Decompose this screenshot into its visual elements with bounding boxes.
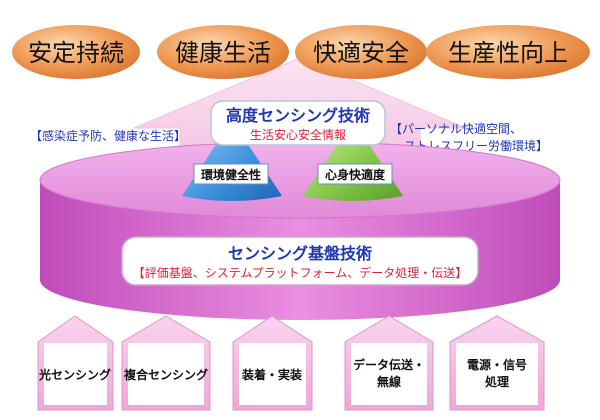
house-5: 電源・信号 処理 xyxy=(449,315,545,411)
house-1-label: 光センシング xyxy=(38,367,111,382)
goal-ellipse-3: 快適安全 xyxy=(295,25,427,79)
cone-label-green: 心身快適度 xyxy=(317,163,393,185)
house-2-label: 複合センシング xyxy=(123,367,208,382)
advanced-subtitle: 生活安心安全情報 xyxy=(250,127,346,142)
advanced-sensing-box: 高度センシング技術 生活安心安全情報 xyxy=(210,100,386,146)
goal-label-4: 生産性向上 xyxy=(448,39,568,67)
base-subtitle: 【評価基盤、システムプラットフォーム、データ処理・伝送】 xyxy=(133,265,468,280)
base-title: センシング基盤技術 xyxy=(228,244,372,263)
goal-ellipse-1: 安定持続 xyxy=(12,25,140,79)
house-5-label-line-1: 電源・信号 xyxy=(467,357,527,372)
house-4-label-line-1: データ伝送・ xyxy=(353,357,425,372)
goal-ellipse-4: 生産性向上 xyxy=(426,25,590,79)
left-note: 【感染症予防、健康な生活】 xyxy=(30,128,186,143)
base-tech-box: センシング基盤技術 【評価基盤、システムプラットフォーム、データ処理・伝送】 xyxy=(121,236,479,286)
goal-label-1: 安定持続 xyxy=(28,39,124,67)
goal-label-2: 健康生活 xyxy=(175,39,271,67)
goal-ellipse-2: 健康生活 xyxy=(157,25,289,79)
cone-label-blue-text: 環境健全性 xyxy=(201,167,261,182)
right-note-line-1: 【パーソナル快適空間、 xyxy=(390,121,522,136)
house-4: データ伝送・ 無線 xyxy=(344,315,434,411)
goal-label-3: 快適安全 xyxy=(313,39,409,67)
house-3: 装着・実装 xyxy=(232,315,313,411)
house-5-label-line-2: 処理 xyxy=(484,374,509,389)
cone-label-blue: 環境健全性 xyxy=(193,163,269,185)
house-4-label-line-2: 無線 xyxy=(377,374,401,389)
house-3-label: 装着・実装 xyxy=(241,367,302,382)
house-2: 複合センシング xyxy=(121,315,211,411)
advanced-title: 高度センシング技術 xyxy=(226,106,370,125)
house-1: 光センシング xyxy=(37,315,114,411)
cone-label-green-text: 心身快適度 xyxy=(325,167,386,182)
base-cylinder xyxy=(39,141,561,320)
